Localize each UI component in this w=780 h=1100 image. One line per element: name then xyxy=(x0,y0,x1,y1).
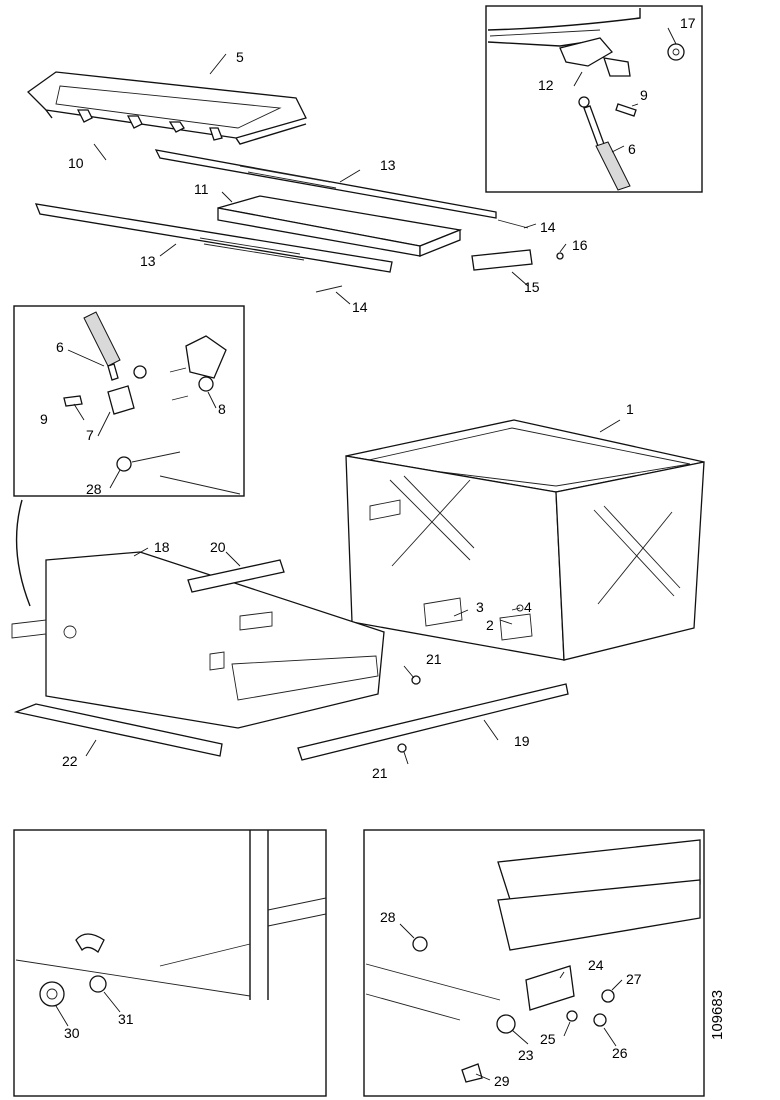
callout-25: 25 xyxy=(540,1031,556,1047)
mount-plate-7 xyxy=(107,385,135,415)
callout-14-right: 14 xyxy=(540,219,556,235)
callout-28-detail: 28 xyxy=(380,909,396,925)
callout-21-lower: 21 xyxy=(372,765,388,781)
cabinet-frame-1 xyxy=(345,419,705,661)
callout-20: 20 xyxy=(210,539,226,555)
document-number: 109683 xyxy=(709,990,726,1040)
callout-10: 10 xyxy=(68,155,84,171)
rail-22 xyxy=(13,703,223,757)
screw-29 xyxy=(461,1063,483,1083)
callout-2: 2 xyxy=(486,617,494,633)
screw-27 xyxy=(601,989,615,1003)
inset-latch-detail xyxy=(13,829,327,1097)
screw-14-left xyxy=(315,285,343,293)
callout-9-top: 9 xyxy=(640,87,648,103)
callout-12: 12 xyxy=(538,77,554,93)
inset-upper-strut-mount xyxy=(485,5,703,193)
callout-7: 7 xyxy=(86,427,94,443)
screw-26 xyxy=(593,1013,607,1027)
strut-cylinder xyxy=(595,141,631,191)
strut-rod xyxy=(583,105,605,147)
callout-11: 11 xyxy=(194,181,209,197)
callout-6-top: 6 xyxy=(628,141,636,157)
inset-lower-strut-mount xyxy=(13,305,245,497)
hinge-plate-24 xyxy=(525,965,575,1011)
callout-28-inset: 28 xyxy=(86,481,102,497)
slide-rail-13-lower xyxy=(34,203,393,273)
screw-21-lower xyxy=(397,743,407,753)
callout-15: 15 xyxy=(524,279,540,295)
screw-4 xyxy=(516,604,524,612)
callout-31: 31 xyxy=(118,1011,134,1027)
callout-16: 16 xyxy=(572,237,588,253)
callout-13-lower: 13 xyxy=(140,253,156,269)
bracket-plate xyxy=(603,57,631,77)
screw-16 xyxy=(556,252,564,260)
latch-knob-30 xyxy=(39,981,65,1007)
callout-21-upper: 21 xyxy=(426,651,442,667)
knob-28-detail xyxy=(412,936,428,952)
callout-8: 8 xyxy=(218,401,226,417)
callout-22: 22 xyxy=(62,753,78,769)
inset-hinge-detail xyxy=(363,829,705,1097)
callout-13-upper: 13 xyxy=(380,157,396,173)
screw-14-right xyxy=(497,219,529,229)
callout-23: 23 xyxy=(518,1047,534,1063)
bracket-15 xyxy=(471,249,533,271)
washer-25 xyxy=(566,1010,578,1022)
callout-9-inset: 9 xyxy=(40,411,48,427)
callout-5: 5 xyxy=(236,49,244,65)
bushing-23 xyxy=(496,1014,516,1034)
rail-19 xyxy=(297,683,569,761)
latch-hook xyxy=(75,933,105,954)
inset-frame-bottom-right xyxy=(363,829,705,1097)
callout-30: 30 xyxy=(64,1025,80,1041)
inset-frame-top-right xyxy=(485,5,703,193)
callout-4: 4 xyxy=(524,599,532,615)
mount-bracket xyxy=(185,335,227,379)
drawer-11 xyxy=(217,195,463,257)
leader-lines xyxy=(55,27,677,1081)
callout-18: 18 xyxy=(154,539,170,555)
callout-29: 29 xyxy=(494,1073,510,1089)
nut-17 xyxy=(667,43,685,61)
slide-rail-13-upper xyxy=(154,149,497,219)
bracket-2 xyxy=(499,613,533,641)
inset-frame-left xyxy=(13,305,245,497)
pin-9 xyxy=(615,103,637,117)
knob-28 xyxy=(116,456,132,472)
detail-arrow xyxy=(15,499,31,607)
rail-20 xyxy=(187,559,285,593)
pin-9-lower xyxy=(63,395,83,407)
inset-frame-bottom-left xyxy=(13,829,327,1097)
strut-eye xyxy=(578,96,590,108)
latch-washer-31 xyxy=(89,975,107,993)
side-panel-18 xyxy=(11,551,385,729)
callout-3: 3 xyxy=(476,599,484,615)
callout-labels: 1 2 3 4 5 6 6 7 8 9 9 10 11 12 13 13 14 … xyxy=(40,15,696,1089)
callout-27: 27 xyxy=(626,971,642,987)
bracket-3 xyxy=(423,597,463,627)
callout-6-inset: 6 xyxy=(56,339,64,355)
bushing-8 xyxy=(198,376,214,392)
callout-14-left: 14 xyxy=(352,299,368,315)
callout-24: 24 xyxy=(588,957,604,973)
callout-1: 1 xyxy=(626,401,634,417)
callout-17: 17 xyxy=(680,15,696,31)
hinge-bracket xyxy=(559,37,614,67)
strut-cylinder-lower xyxy=(83,311,121,367)
callout-26: 26 xyxy=(612,1045,628,1061)
callout-19: 19 xyxy=(514,733,530,749)
tray-lid-5 xyxy=(26,71,307,145)
